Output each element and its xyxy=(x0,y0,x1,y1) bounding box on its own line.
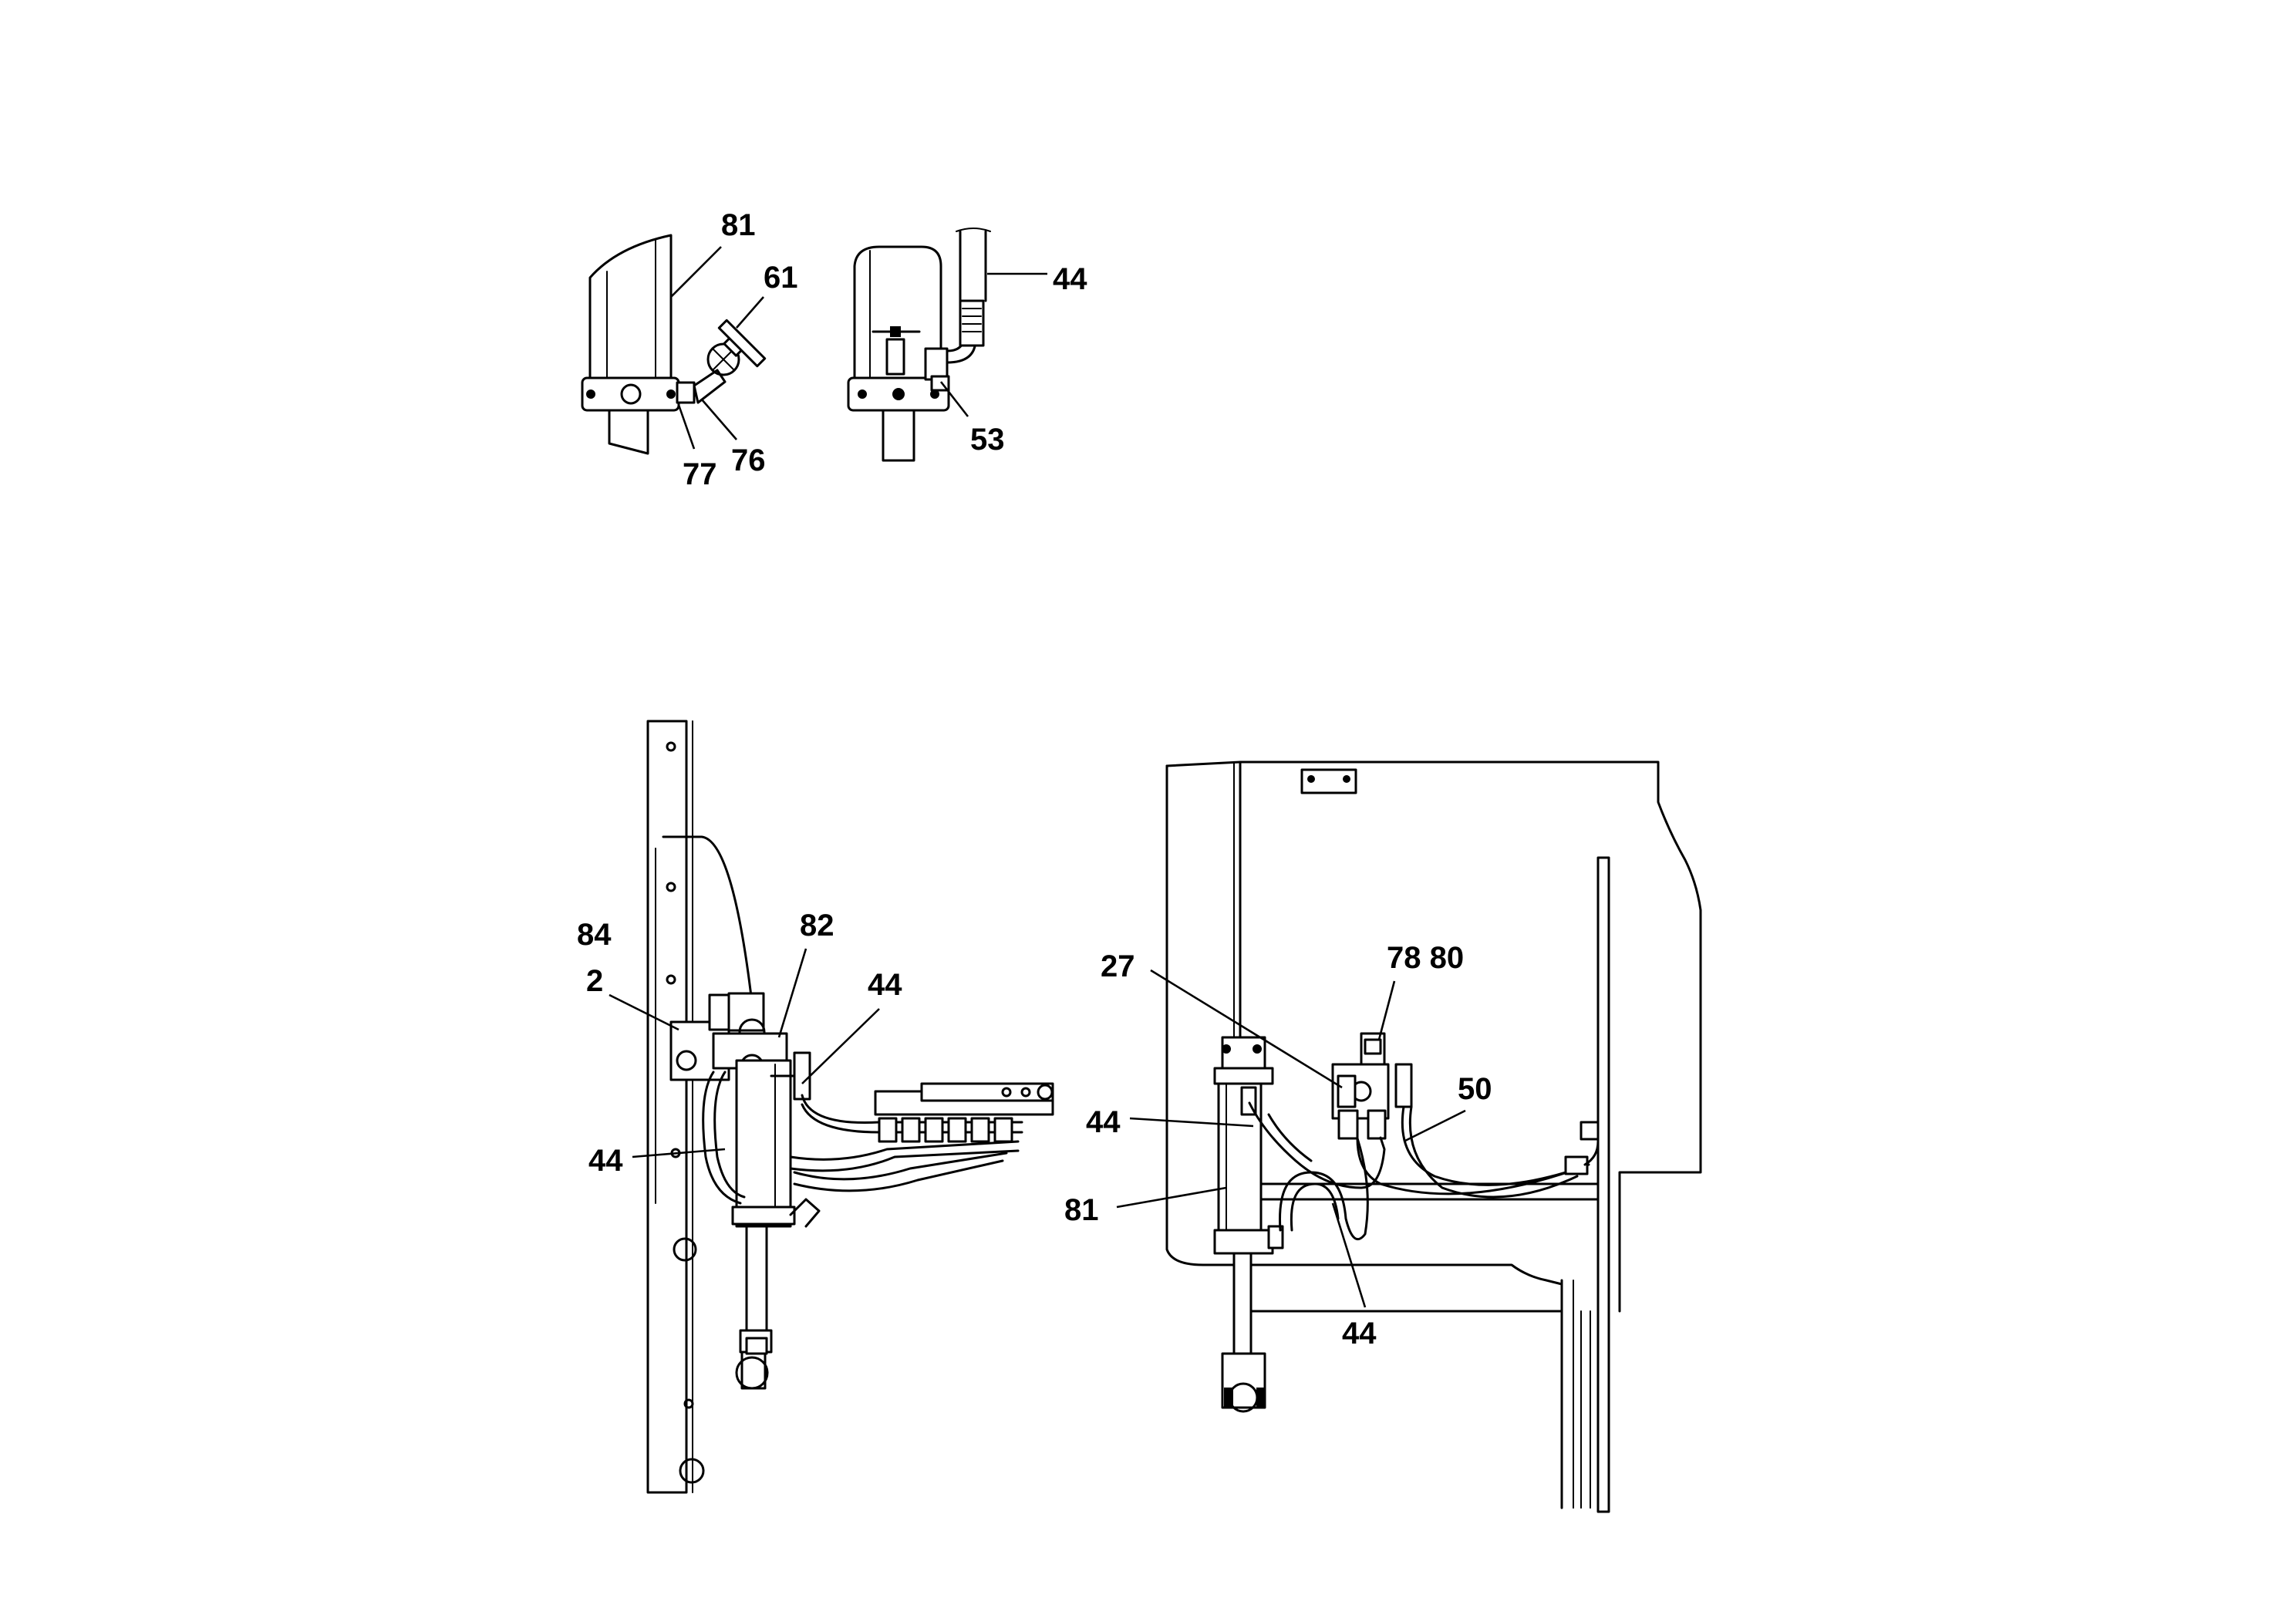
front-view-frame xyxy=(1165,760,1702,1513)
detail-view-front-hose xyxy=(847,228,991,462)
callout-61: 61 xyxy=(764,261,798,295)
detail-view-side-valve xyxy=(581,234,767,455)
callout-44-a: 44 xyxy=(868,968,902,1002)
callout-2: 2 xyxy=(586,964,603,998)
callouts: 81 61 77 76 44 53 84 2 82 44 44 27 78 80… xyxy=(577,208,1492,1351)
side-view-mount xyxy=(646,720,1054,1494)
callout-76: 76 xyxy=(731,443,766,477)
callout-84: 84 xyxy=(577,918,612,952)
callout-50: 50 xyxy=(1458,1072,1492,1106)
callout-44-c: 44 xyxy=(1086,1105,1121,1139)
callout-81-top: 81 xyxy=(721,208,756,242)
callout-44-d: 44 xyxy=(1342,1317,1377,1351)
leader-lines xyxy=(609,246,1466,1308)
callout-27: 27 xyxy=(1101,949,1135,983)
callout-44-top: 44 xyxy=(1053,262,1087,296)
callout-53: 53 xyxy=(970,423,1005,457)
callout-44-b: 44 xyxy=(588,1144,623,1178)
callout-77: 77 xyxy=(683,457,717,491)
callout-81-bottom: 81 xyxy=(1064,1193,1099,1227)
callout-78-80: 78 80 xyxy=(1387,941,1464,975)
callout-82: 82 xyxy=(800,909,834,943)
